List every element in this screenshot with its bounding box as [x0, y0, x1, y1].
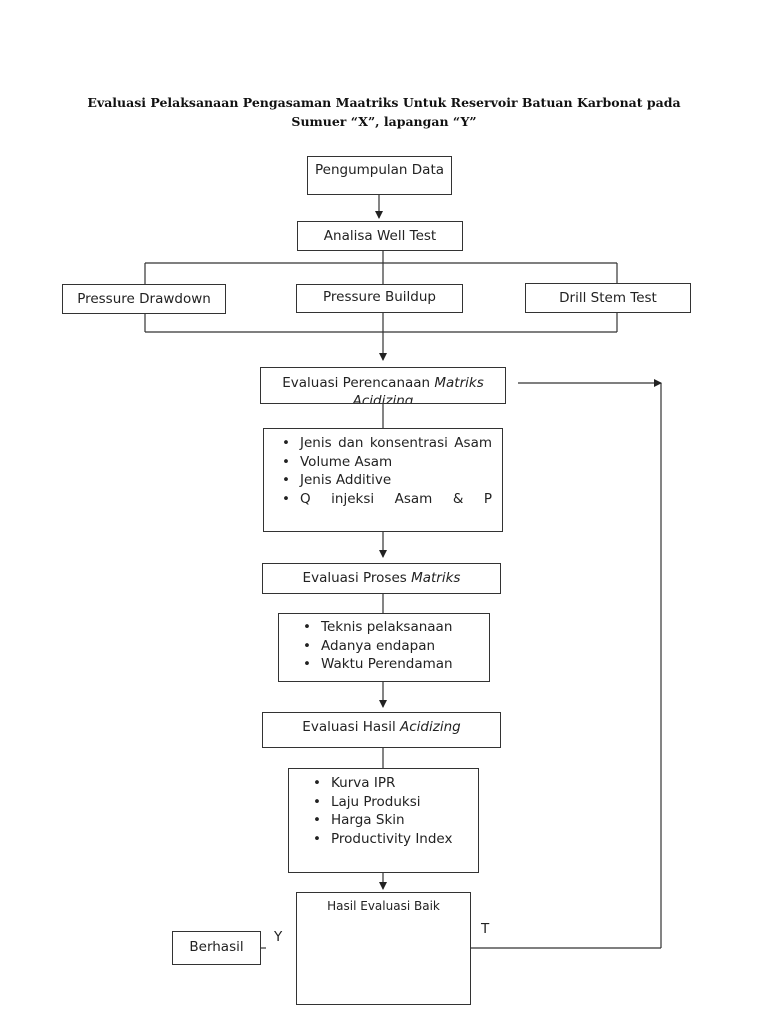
list-item: Jenis Additive: [276, 471, 492, 490]
node-evaluasi-hasil: Evaluasi Hasil Acidizing: [262, 712, 501, 748]
node-analisa-well-test-label: Analisa Well Test: [323, 228, 437, 244]
node-drill-stem-test: Drill Stem Test: [525, 283, 691, 313]
list-item: Teknis pelaksanaan: [297, 618, 489, 637]
node-pressure-drawdown: Pressure Drawdown: [62, 284, 226, 314]
label-y: Y: [274, 929, 283, 945]
list-item: Waktu Perendaman: [297, 655, 489, 674]
list-item: Laju Produksi: [307, 793, 478, 812]
node-evaluasi-proses: Evaluasi Proses Matriks: [262, 563, 501, 594]
list-item: Jenis dan konsentrasi Asam: [276, 434, 492, 453]
node-pressure-drawdown-label: Pressure Drawdown: [77, 291, 211, 307]
node-pengumpulan-data-label: Pengumpulan Data: [314, 162, 445, 178]
node-drill-stem-test-label: Drill Stem Test: [559, 290, 657, 306]
label-t: T: [481, 921, 490, 937]
node-berhasil: Berhasil: [172, 931, 261, 965]
evaluasi-perencanaan-prefix: Evaluasi Perencanaan: [282, 375, 435, 391]
node-evaluasi-proses-label: Evaluasi Proses Matriks: [263, 564, 500, 587]
node-analisa-well-test: Analisa Well Test: [297, 221, 463, 251]
node-hasil-evaluasi-baik: Hasil Evaluasi Baik: [296, 892, 471, 1005]
list-item: Productivity Index: [307, 830, 478, 849]
node-perencanaan-list: Jenis dan konsentrasi Asam Volume Asam J…: [263, 428, 503, 532]
diagram-title-line-2: Sumuer “X”, lapangan “Y”: [291, 114, 477, 129]
list-item: Kurva IPR: [307, 774, 478, 793]
list-item: Q injeksi Asam & P: [276, 490, 492, 509]
evaluasi-proses-italic: Matriks: [411, 570, 461, 586]
node-evaluasi-perencanaan-label: Evaluasi Perencanaan Matriks Acidizing: [261, 368, 505, 404]
evaluasi-hasil-italic: Acidizing: [400, 719, 461, 735]
node-berhasil-label: Berhasil: [189, 939, 244, 955]
node-hasil-list: Kurva IPR Laju Produksi Harga Skin Produ…: [288, 768, 479, 873]
node-pressure-buildup-label: Pressure Buildup: [323, 289, 436, 305]
node-pressure-buildup: Pressure Buildup: [296, 284, 463, 313]
list-item: Harga Skin: [307, 811, 478, 830]
evaluasi-hasil-prefix: Evaluasi Hasil: [302, 719, 400, 735]
evaluasi-proses-prefix: Evaluasi Proses: [302, 570, 412, 586]
diagram-title-line-1: Evaluasi Pelaksanaan Pengasaman Maatriks…: [87, 95, 681, 110]
node-pengumpulan-data: Pengumpulan Data: [307, 156, 452, 195]
list-item: Volume Asam: [276, 453, 492, 472]
evaluasi-perencanaan-italic: Matriks Acidizing: [352, 375, 484, 404]
node-evaluasi-perencanaan: Evaluasi Perencanaan Matriks Acidizing: [260, 367, 506, 404]
node-proses-list: Teknis pelaksanaan Adanya endapan Waktu …: [278, 613, 490, 682]
list-item: Adanya endapan: [297, 637, 489, 656]
node-evaluasi-hasil-label: Evaluasi Hasil Acidizing: [263, 713, 500, 736]
node-hasil-evaluasi-baik-label: Hasil Evaluasi Baik: [327, 899, 440, 913]
